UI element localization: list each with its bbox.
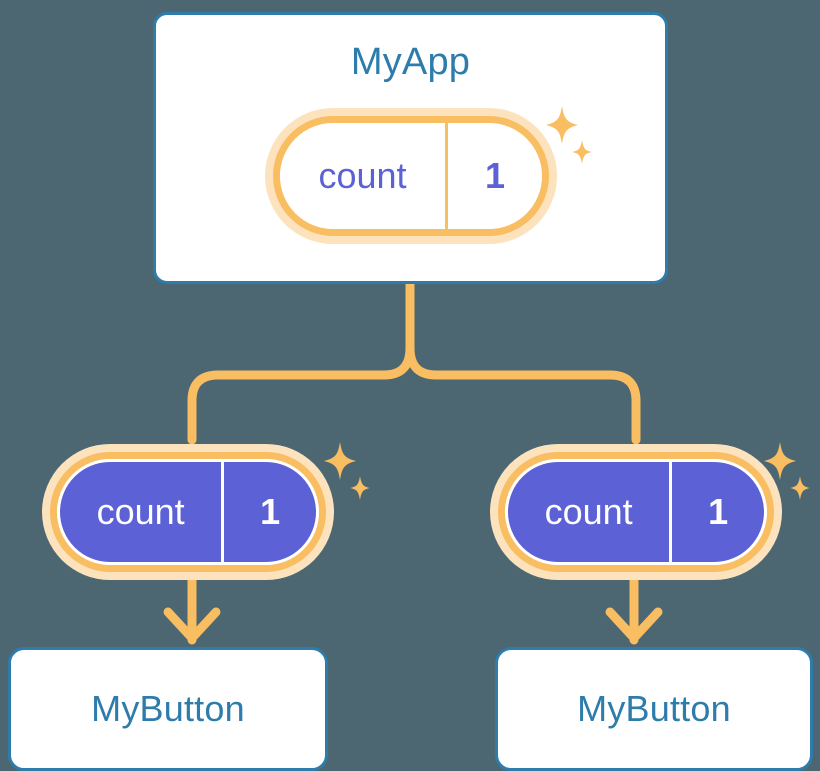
state-pill-child-right[interactable]: count 1 bbox=[490, 444, 782, 580]
connector-branch-right bbox=[405, 343, 641, 445]
state-pill-child-left[interactable]: count 1 bbox=[42, 444, 334, 580]
pill-ring bbox=[273, 116, 549, 236]
state-key: count bbox=[318, 155, 407, 196]
state-value: 1 bbox=[221, 462, 316, 562]
button-card-left[interactable]: MyButton bbox=[8, 647, 328, 771]
state-value: 1 bbox=[445, 123, 542, 229]
state-key: count bbox=[96, 491, 185, 532]
page-title: MyApp bbox=[350, 41, 471, 83]
button-card-label: MyButton bbox=[91, 688, 245, 729]
sparkle-icon-small bbox=[350, 476, 370, 500]
pill-body: count 1 bbox=[57, 459, 319, 565]
pill-body: count 1 bbox=[280, 123, 542, 229]
sparkle-icon-small bbox=[790, 476, 810, 500]
arrow-head-right bbox=[605, 607, 663, 643]
pill-body: count 1 bbox=[505, 459, 767, 565]
arrow-head-left bbox=[163, 607, 221, 643]
connector-branch-left bbox=[187, 343, 415, 445]
button-card-right[interactable]: MyButton bbox=[495, 647, 813, 771]
sparkle-icon-large bbox=[324, 442, 356, 480]
pill-ring bbox=[498, 452, 774, 572]
state-pill-app[interactable]: count 1 bbox=[265, 108, 557, 244]
state-value: 1 bbox=[669, 462, 764, 562]
button-card-label: MyButton bbox=[577, 688, 731, 729]
state-key: count bbox=[544, 491, 633, 532]
pill-ring bbox=[50, 452, 326, 572]
